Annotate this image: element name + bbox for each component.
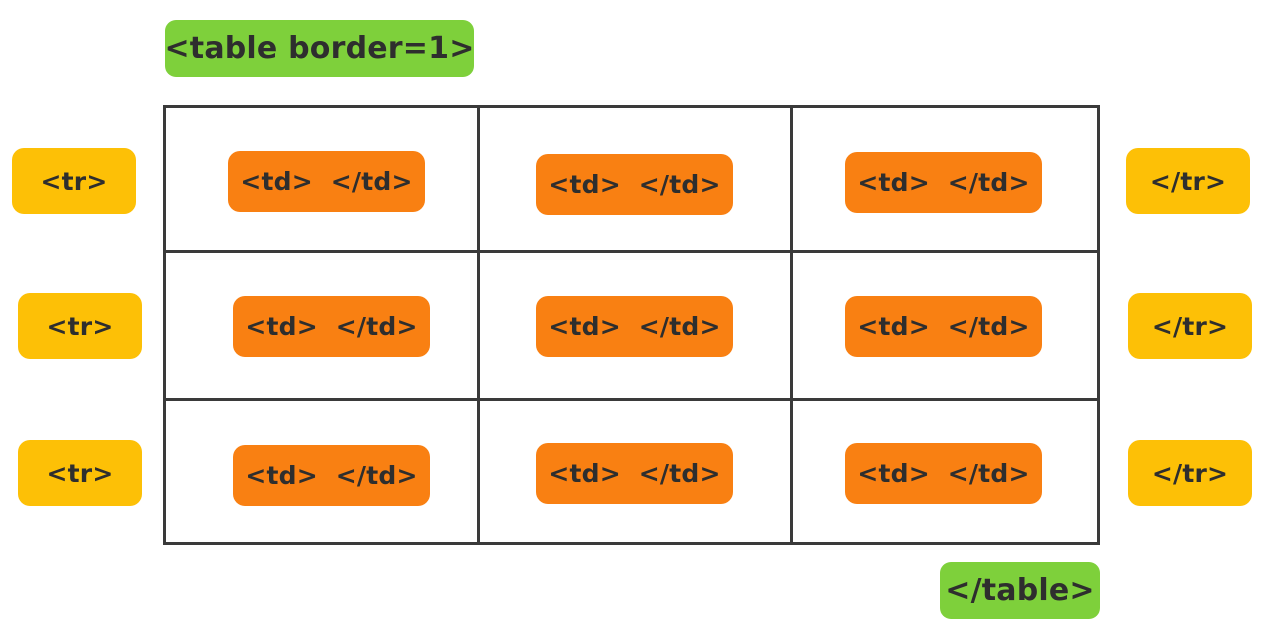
table-open-tag-label: <table border=1> (164, 20, 474, 77)
cell-r3c1-label: <td> </td> (233, 445, 430, 506)
row-2-close-tag-label: </tr> (1128, 293, 1252, 359)
cell-r1c3-label: <td> </td> (845, 152, 1042, 213)
row-3-open-tag-label: <tr> (18, 440, 142, 506)
table-close-tag-label: </table> (940, 562, 1100, 619)
row-divider-2 (166, 398, 1097, 401)
cell-r2c2-label: <td> </td> (536, 296, 733, 357)
row-divider-1 (166, 250, 1097, 253)
cell-r3c3-label: <td> </td> (845, 443, 1042, 504)
column-divider-2 (790, 108, 793, 542)
cell-r1c2-label: <td> </td> (536, 154, 733, 215)
cell-r1c1-label: <td> </td> (228, 151, 425, 212)
cell-r2c1-label: <td> </td> (233, 296, 430, 357)
row-1-close-tag-label: </tr> (1126, 148, 1250, 214)
cell-r2c3-label: <td> </td> (845, 296, 1042, 357)
row-3-close-tag-label: </tr> (1128, 440, 1252, 506)
row-1-open-tag-label: <tr> (12, 148, 136, 214)
column-divider-1 (477, 108, 480, 542)
cell-r3c2-label: <td> </td> (536, 443, 733, 504)
row-2-open-tag-label: <tr> (18, 293, 142, 359)
